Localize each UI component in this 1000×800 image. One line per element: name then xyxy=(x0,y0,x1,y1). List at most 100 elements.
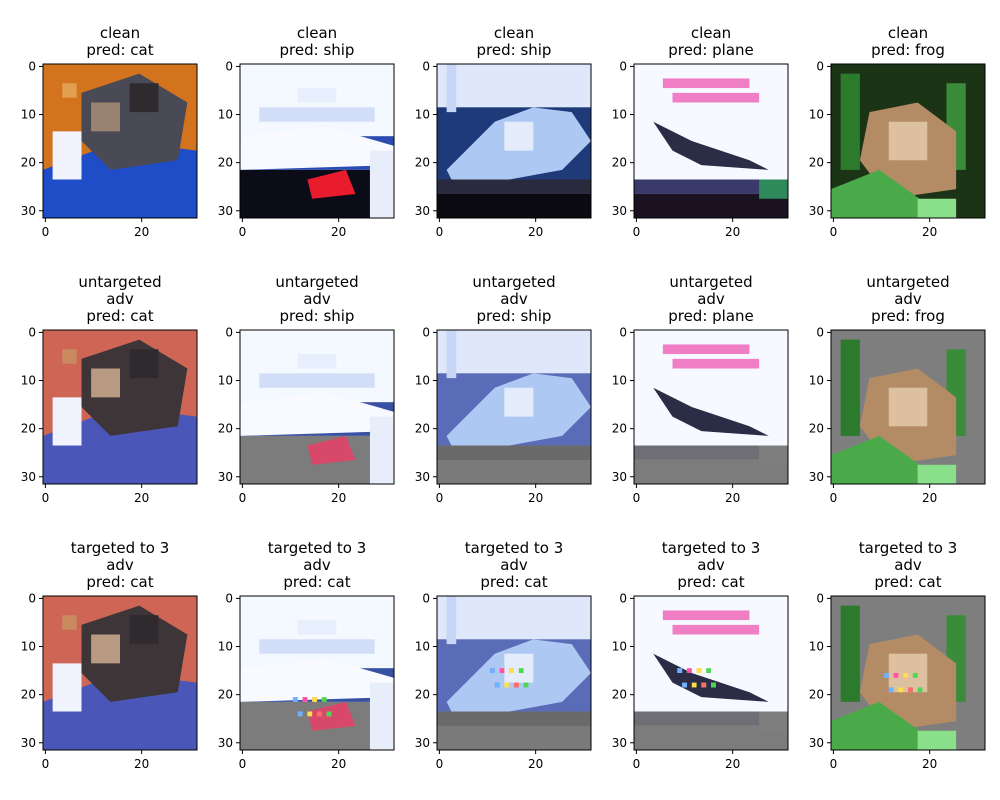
panel-frame xyxy=(239,595,395,751)
panel-frame xyxy=(633,595,789,751)
y-tick-label: 20 xyxy=(809,422,824,436)
panel-image xyxy=(240,330,394,484)
y-tick-label: 0 xyxy=(422,325,430,339)
panel-title-line: adv xyxy=(500,290,528,308)
panel-title-line: untargeted xyxy=(866,273,949,291)
y-tick-label: 20 xyxy=(415,688,430,702)
y-tick-label: 30 xyxy=(809,470,824,484)
y-tick-label: 0 xyxy=(619,59,627,73)
y-tick-label: 10 xyxy=(612,374,627,388)
y-tick-label: 30 xyxy=(415,204,430,218)
panel-image xyxy=(634,596,788,750)
panel-frame xyxy=(239,63,395,219)
x-tick-label: 0 xyxy=(830,225,838,239)
x-tick-label: 20 xyxy=(725,225,740,239)
panel-pred-label: pred: cat xyxy=(480,573,547,591)
panel-pred-label: pred: cat xyxy=(86,573,153,591)
y-tick-label: 30 xyxy=(809,736,824,750)
panel-frame xyxy=(830,63,986,219)
y-tick-label: 30 xyxy=(809,204,824,218)
y-tick-label: 20 xyxy=(218,156,233,170)
y-tick-label: 0 xyxy=(28,325,36,339)
y-tick-label: 10 xyxy=(809,374,824,388)
panel-title-line: adv xyxy=(303,556,331,574)
x-tick-label: 0 xyxy=(436,491,444,505)
panel-title-line: targeted to 3 xyxy=(268,539,367,557)
panel-image xyxy=(43,64,197,218)
panel-pred-label: pred: ship xyxy=(280,307,355,325)
panel-pred-label: pred: ship xyxy=(280,41,355,59)
y-tick-label: 20 xyxy=(809,156,824,170)
y-tick-label: 0 xyxy=(422,591,430,605)
panel-image xyxy=(831,64,985,218)
panel-title-line: clean xyxy=(297,24,337,42)
panel-title-line: clean xyxy=(888,24,928,42)
panel-title-line: clean xyxy=(494,24,534,42)
y-tick-label: 30 xyxy=(21,736,36,750)
y-tick-label: 20 xyxy=(612,156,627,170)
y-tick-label: 20 xyxy=(415,156,430,170)
y-tick-label: 0 xyxy=(28,591,36,605)
x-tick-label: 20 xyxy=(331,757,346,771)
panel-title-line: targeted to 3 xyxy=(662,539,761,557)
x-tick-label: 20 xyxy=(528,225,543,239)
panel-frame xyxy=(830,595,986,751)
panel-title-line: clean xyxy=(100,24,140,42)
panel-image xyxy=(634,330,788,484)
y-tick-label: 30 xyxy=(612,470,627,484)
y-tick-label: 10 xyxy=(218,374,233,388)
y-tick-label: 20 xyxy=(21,688,36,702)
panel-pred-label: pred: ship xyxy=(477,307,552,325)
x-tick-label: 20 xyxy=(922,491,937,505)
y-tick-label: 10 xyxy=(809,108,824,122)
panel-title-line: adv xyxy=(500,556,528,574)
y-tick-label: 30 xyxy=(218,204,233,218)
panel-image xyxy=(437,596,591,750)
panel-title-line: untargeted xyxy=(275,273,358,291)
y-tick-label: 10 xyxy=(415,640,430,654)
panel-frame xyxy=(436,595,592,751)
y-tick-label: 0 xyxy=(225,325,233,339)
x-tick-label: 20 xyxy=(528,757,543,771)
panel-pred-label: pred: plane xyxy=(668,307,754,325)
x-tick-label: 20 xyxy=(528,491,543,505)
y-tick-label: 0 xyxy=(816,59,824,73)
y-tick-label: 20 xyxy=(218,422,233,436)
y-tick-label: 0 xyxy=(225,591,233,605)
x-tick-label: 0 xyxy=(436,757,444,771)
y-tick-label: 20 xyxy=(612,422,627,436)
x-tick-label: 20 xyxy=(331,491,346,505)
y-tick-label: 0 xyxy=(225,59,233,73)
y-tick-label: 0 xyxy=(816,325,824,339)
panel-frame xyxy=(436,329,592,485)
y-tick-label: 30 xyxy=(21,204,36,218)
panel-pred-label: pred: frog xyxy=(871,307,945,325)
panel-image xyxy=(437,330,591,484)
y-tick-label: 20 xyxy=(218,688,233,702)
y-tick-label: 10 xyxy=(21,640,36,654)
x-tick-label: 20 xyxy=(134,757,149,771)
y-tick-label: 10 xyxy=(21,108,36,122)
panel-pred-label: pred: cat xyxy=(677,573,744,591)
y-tick-label: 30 xyxy=(21,470,36,484)
y-tick-label: 0 xyxy=(28,59,36,73)
panel-title-line: untargeted xyxy=(669,273,752,291)
x-tick-label: 0 xyxy=(633,225,641,239)
panel-pred-label: pred: cat xyxy=(874,573,941,591)
panel-image xyxy=(437,64,591,218)
panel-title-line: clean xyxy=(691,24,731,42)
panel-image xyxy=(240,596,394,750)
y-tick-label: 30 xyxy=(415,470,430,484)
panel-frame xyxy=(42,329,198,485)
panel-pred-label: pred: cat xyxy=(86,41,153,59)
panel-title-line: untargeted xyxy=(78,273,161,291)
